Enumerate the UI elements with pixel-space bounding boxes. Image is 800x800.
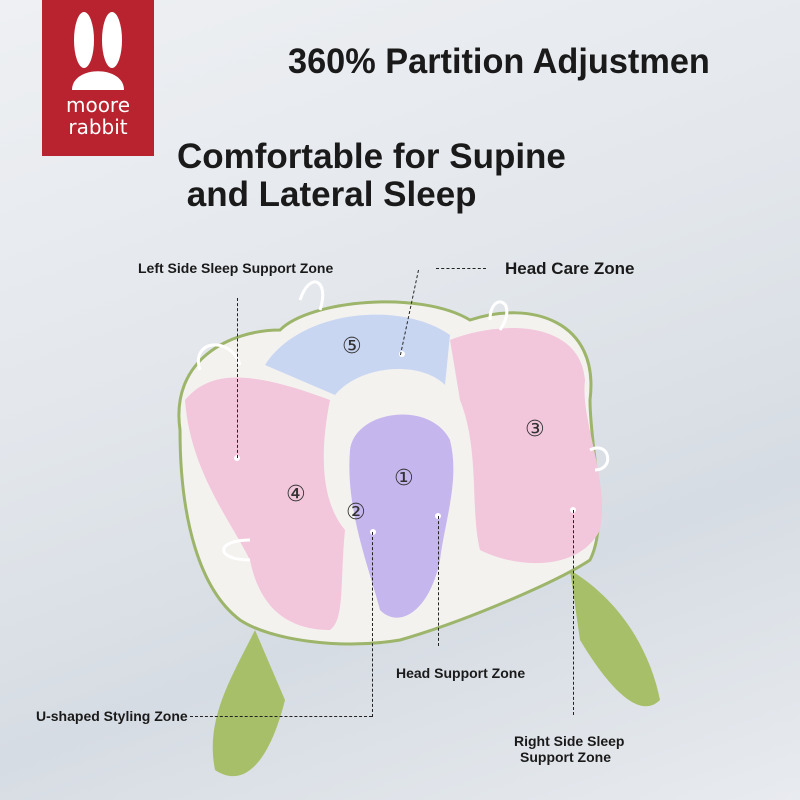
brand-logo: moore rabbit: [42, 0, 154, 156]
left-side-zone-label: Left Side Sleep Support Zone: [138, 260, 334, 276]
brand-line2: rabbit: [68, 115, 128, 139]
pink-left-zone: [185, 377, 345, 630]
pink-right-zone: [450, 328, 603, 564]
headline: 360% Partition Adjustmen: [288, 42, 710, 81]
head-care-leader-h: [436, 268, 486, 269]
purple-center-zone: [349, 414, 454, 618]
zone-number-3: ③: [525, 417, 545, 442]
right-side-label-line2: Support Zone: [520, 749, 611, 765]
right-side-leader: [573, 510, 574, 715]
zone-number-5: ⑤: [342, 334, 362, 359]
head-support-zone-label: Head Support Zone: [396, 665, 526, 681]
zone-number-4: ④: [286, 482, 306, 507]
blue-zone: [265, 314, 450, 395]
left-side-leader: [237, 298, 238, 458]
rabbit-ears-icon: [72, 12, 124, 90]
left-strap: [212, 630, 285, 777]
zone-number-2: ②: [346, 500, 366, 525]
zone-number-1: ①: [394, 466, 414, 491]
head-support-leader: [438, 516, 439, 646]
u-shaped-leader-h: [190, 716, 372, 717]
u-shaped-leader-v: [372, 532, 373, 717]
subheadline: Comfortable for Supine and Lateral Sleep: [177, 137, 566, 214]
right-side-label-line1: Right Side Sleep: [514, 733, 625, 749]
right-strap: [570, 570, 660, 707]
brand-line1: moore: [65, 93, 131, 117]
head-care-zone-label: Head Care Zone: [505, 259, 635, 278]
u-shaped-zone-label: U-shaped Styling Zone: [36, 708, 188, 724]
right-side-zone-label: Right Side Sleep Support Zone: [514, 733, 624, 765]
